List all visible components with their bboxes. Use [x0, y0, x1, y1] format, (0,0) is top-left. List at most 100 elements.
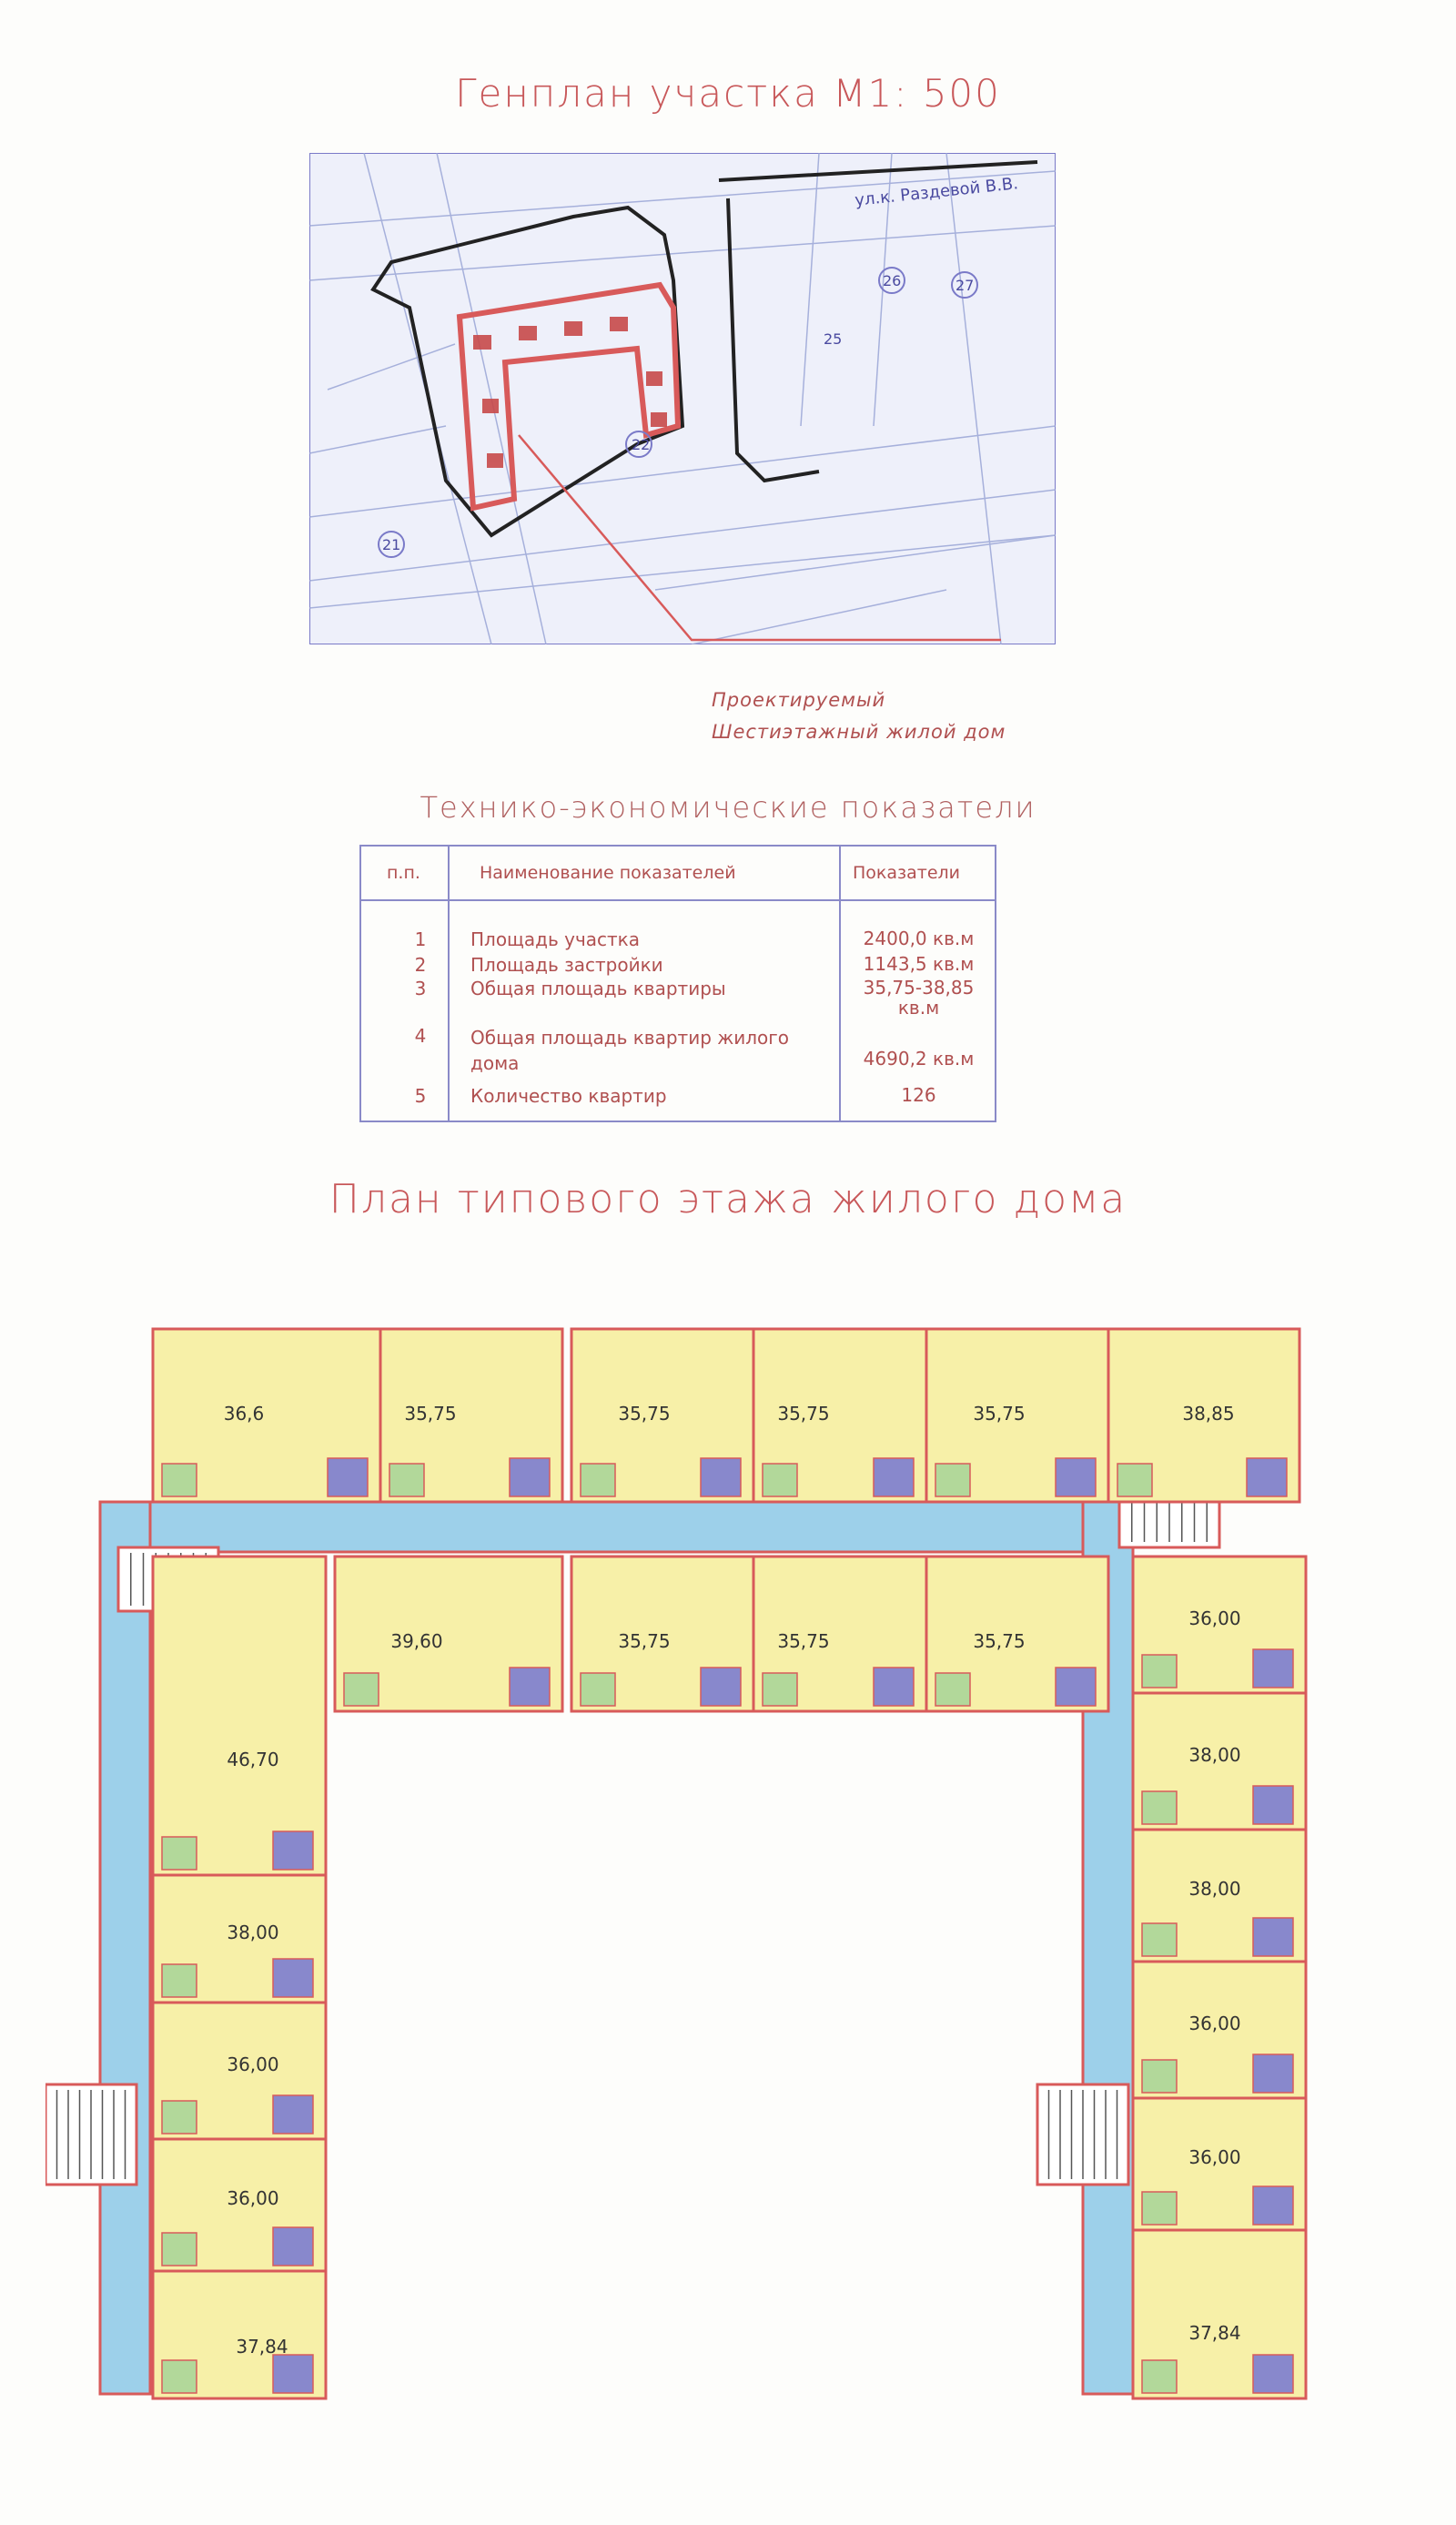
- row-num: 2: [414, 954, 427, 976]
- indicators-header-value: Показатели: [853, 863, 961, 883]
- row-num: 4: [414, 1025, 427, 1047]
- apartment: [151, 1555, 328, 1877]
- bathroom: [1252, 2185, 1294, 2226]
- entry-hall: [762, 1463, 798, 1497]
- apartment-area-label: 39,60: [390, 1630, 442, 1652]
- apartment-area-label: 38,00: [1188, 1878, 1240, 1900]
- entry-hall: [1141, 2359, 1178, 2394]
- svg-text:22: 22: [632, 436, 650, 453]
- apartment-area-label: 35,75: [973, 1630, 1025, 1652]
- apartment-area-label: 35,75: [777, 1630, 829, 1652]
- apartment-area-label: 46,70: [227, 1749, 278, 1770]
- bathroom: [873, 1457, 915, 1497]
- entry-hall: [343, 1672, 379, 1707]
- row-value: 1143,5 кв.м: [863, 953, 975, 975]
- bathroom: [272, 1958, 314, 1998]
- entry-hall: [161, 2359, 197, 2394]
- entry-hall: [161, 2232, 197, 2266]
- bathroom: [509, 1457, 551, 1497]
- svg-text:21: 21: [382, 536, 400, 553]
- indicators-column-divider: [448, 847, 450, 1121]
- bathroom: [1246, 1457, 1288, 1497]
- entry-hall: [1141, 1790, 1178, 1825]
- corridor: [98, 1500, 152, 2396]
- apartment-area-label: 36,00: [1188, 1607, 1240, 1629]
- entry-hall: [161, 2100, 197, 2135]
- entry-hall: [1117, 1463, 1153, 1497]
- svg-text:27: 27: [956, 277, 974, 294]
- apartment-area-label: 36,00: [1188, 2146, 1240, 2168]
- row-name: Количество квартир: [470, 1085, 667, 1107]
- row-name: Площадь участка: [470, 928, 641, 950]
- row-value: 2400,0 кв.м: [863, 928, 975, 949]
- apartment-area-label: 35,75: [618, 1630, 670, 1652]
- apartment-area-label: 37,84: [1188, 2322, 1240, 2344]
- svg-text:25: 25: [824, 330, 842, 348]
- bathroom: [1252, 2354, 1294, 2394]
- entry-hall: [1141, 1922, 1178, 1957]
- indicators-header-divider: [361, 899, 995, 901]
- entry-hall: [161, 1463, 197, 1497]
- site-plan-legend-line1: Проектируемый: [712, 689, 886, 711]
- entry-hall: [161, 1836, 197, 1871]
- entry-hall: [762, 1672, 798, 1707]
- row-value: 126: [901, 1084, 936, 1106]
- site-plan-legend-line2: Шестиэтажный жилой дом: [712, 721, 1006, 743]
- row-value: 4690,2 кв.м: [863, 1048, 975, 1070]
- indicators-header-name: Наименование показателей: [480, 863, 736, 883]
- bathroom: [272, 2226, 314, 2266]
- bathroom: [1055, 1457, 1097, 1497]
- site-plan-drawing: 22 21 26 27 25 ул.к. Раздевой В.В.: [309, 153, 1056, 644]
- row-num: 1: [414, 928, 427, 950]
- bathroom: [873, 1667, 915, 1707]
- entry-hall: [580, 1463, 616, 1497]
- corridor: [98, 1500, 1121, 1554]
- bathroom: [1252, 1648, 1294, 1688]
- indicators-header-num: п.п.: [387, 863, 420, 883]
- indicators-column-divider: [839, 847, 841, 1121]
- entry-hall: [161, 1963, 197, 1998]
- floor-plan-drawing: 36,6 35,75 35,75 35,75 35,75 38,85 39,60 35,75 3…: [46, 1327, 1308, 2400]
- floor-plan-title: План типового этажа жилого дома: [329, 1176, 1127, 1222]
- row-name: Площадь застройки: [470, 954, 663, 976]
- bathroom: [700, 1457, 742, 1497]
- entry-hall: [1141, 2191, 1178, 2226]
- svg-text:26: 26: [883, 272, 901, 289]
- bathroom: [272, 2094, 314, 2135]
- apartment-area-label: 35,75: [404, 1403, 456, 1425]
- apartment-area-label: 38,85: [1182, 1403, 1234, 1425]
- entry-hall: [935, 1672, 971, 1707]
- apartment-area-label: 37,84: [236, 2336, 288, 2358]
- apartment-area-label: 38,00: [227, 1922, 278, 1943]
- apartment-area-label: 36,00: [227, 2187, 278, 2209]
- apartment-area-label: 35,75: [618, 1403, 670, 1425]
- row-value: 35,75-38,85 кв.м: [863, 977, 975, 1019]
- site-plan-title: Генплан участка М1: 500: [455, 71, 1001, 116]
- entry-hall: [1141, 2059, 1178, 2094]
- apartment-area-label: 36,6: [224, 1403, 265, 1425]
- indicators-title: Технико-экономические показатели: [420, 790, 1036, 825]
- row-num: 3: [414, 978, 427, 999]
- bathroom: [1252, 1917, 1294, 1957]
- apartment-area-label: 38,00: [1188, 1744, 1240, 1766]
- entry-hall: [580, 1672, 616, 1707]
- bathroom: [327, 1457, 369, 1497]
- bathroom: [1252, 2053, 1294, 2094]
- entry-hall: [1141, 1654, 1178, 1688]
- entry-hall: [935, 1463, 971, 1497]
- bathroom: [1055, 1667, 1097, 1707]
- entry-hall: [389, 1463, 425, 1497]
- apartment-area-label: 36,00: [1188, 2013, 1240, 2034]
- apartment-area-label: 35,75: [777, 1403, 829, 1425]
- bathroom: [509, 1667, 551, 1707]
- bathroom: [272, 1830, 314, 1871]
- row-num: 5: [414, 1085, 427, 1107]
- row-name: Общая площадь квартир жилого дома: [470, 1027, 790, 1074]
- bathroom: [1252, 1785, 1294, 1825]
- indicators-table: п.п. Наименование показателей Показатели…: [359, 845, 996, 1122]
- row-name: Общая площадь квартиры: [470, 978, 726, 999]
- apartment-area-label: 36,00: [227, 2053, 278, 2075]
- apartment-area-label: 35,75: [973, 1403, 1025, 1425]
- bathroom: [700, 1667, 742, 1707]
- bathroom: [272, 2354, 314, 2394]
